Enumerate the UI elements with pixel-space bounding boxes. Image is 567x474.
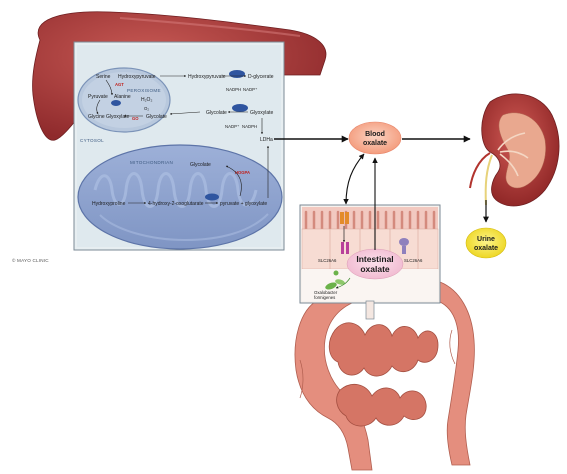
kidney-illustration — [469, 93, 560, 207]
mitochondrion — [77, 144, 283, 250]
intestinal-oxalate-label-line1: Intestinal — [356, 254, 393, 264]
mito-hog-label: 4-hydroxy-2-oxoglutarate — [148, 201, 204, 207]
enzyme-grhpr-top-icon — [229, 70, 245, 78]
mito-glycolate-label: Glycolate — [190, 162, 211, 168]
agt-enzyme-top-label: AGT — [115, 82, 124, 87]
perox-h2o2-label: H₂O₂ — [141, 97, 152, 103]
peroxisome — [77, 67, 171, 133]
mito-hydroxyproline-label: Hydroxyproline — [92, 201, 126, 207]
intestine-illustration — [294, 273, 475, 471]
perox-glycolate-label: Glycolate — [146, 114, 167, 120]
cyto-nadp-top-label: NADP⁺ — [243, 87, 257, 92]
go-enzyme-label: GO — [132, 116, 139, 121]
peroxisome-title: PEROXISOME — [127, 88, 161, 93]
intestinal-epithelium-box — [299, 204, 441, 320]
cyto-nadp-mid-label: NADP⁺ — [225, 124, 239, 129]
blood-oxalate-label-line2: oxalate — [363, 140, 387, 147]
oxalobacter-label-line2: formigenes — [314, 295, 335, 300]
perox-glyoxylate-label: Glyoxylate — [106, 114, 130, 120]
perox-serine-label: Serine — [96, 74, 111, 80]
perox-hydroxypyruvate-label: Hydroxypyruvate — [118, 74, 156, 80]
slc26a6-transporter-right — [399, 238, 409, 254]
urine-oxalate-label-line2: oxalate — [474, 245, 498, 252]
ldha-label: LDHa — [260, 137, 273, 143]
oxalobacter-label-line1: Oxalobacter — [314, 290, 338, 295]
cyto-nadph-mid-label: NADPH — [242, 124, 257, 129]
cyto-d-glycerate-label: D-glycerate — [248, 74, 274, 80]
cyto-hydroxypyruvate-label: Hydroxypyruvate — [188, 74, 226, 80]
urine-oxalate-label-line1: Urine — [477, 236, 495, 243]
intestinal-oxalate-label-line2: oxalate — [360, 264, 390, 274]
urine-oxalate-bubble: Urine oxalate — [465, 227, 507, 259]
blood-oxalate-bubble: Blood oxalate — [348, 121, 402, 155]
cyto-glycolate-label: Glycolate — [206, 110, 227, 116]
slc26a6-left-label: SLC26A6 — [318, 258, 337, 263]
perox-glycine-label: Glycine — [88, 114, 105, 120]
mitochondrion-title: MITOCHONDRIAN — [130, 160, 173, 165]
agt-enzyme-icon — [111, 100, 121, 106]
copyright-text: © MAYO CLINIC — [12, 257, 49, 263]
hoga-enzyme-icon — [205, 193, 219, 201]
cyto-glyoxylate-label: Glyoxylate — [250, 110, 274, 116]
mito-pyruvate-glyoxylate-label: pyruvate + glyoxylate — [220, 201, 267, 207]
slc26a6-right-label: SLC26A6 — [404, 258, 423, 263]
oxalobacter-bacteria — [325, 270, 345, 290]
cytosol-title: CYTOSOL — [80, 138, 104, 143]
enzyme-grhpr-mid-icon — [232, 104, 248, 112]
arrow-blood-intestine-exchange — [343, 153, 365, 205]
intestinal-oxalate-bubble: Intestinal oxalate — [346, 248, 404, 280]
hogpa-enzyme-label: HOGPA — [235, 170, 250, 175]
blood-oxalate-label-line1: Blood — [365, 131, 385, 138]
perox-pyruvate-label: Pyruvate — [88, 94, 108, 100]
perox-alanine-label: Alanine — [114, 94, 131, 100]
perox-o2-label: O₂ — [144, 106, 149, 111]
cyto-nadph-top-label: NADPH — [226, 87, 241, 92]
slc26a6-transporter-left — [340, 212, 349, 254]
